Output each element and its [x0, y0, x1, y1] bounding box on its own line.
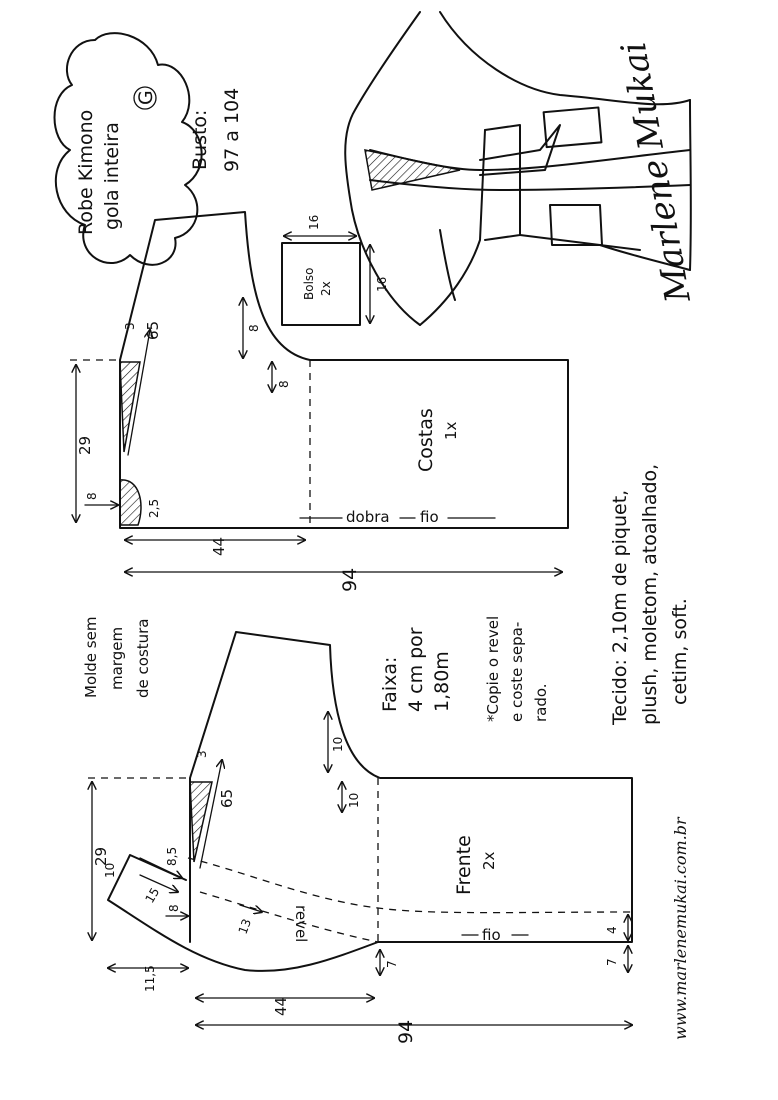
signature-text: Marlene Mukai — [614, 39, 699, 307]
pocket-name: Bolso — [302, 267, 316, 300]
title-line2: gola inteira — [101, 122, 123, 230]
back-m8-shoulder: 8 — [85, 492, 99, 500]
title-line1: Robe Kimono — [75, 110, 97, 235]
front-m8: 8 — [167, 904, 181, 912]
pocket-m16a: 16 — [307, 215, 321, 230]
sash-line1: 4 cm por — [405, 627, 427, 712]
back-piece: 29 8 2,5 3 65 8 8 44 94 Costas 1x dobra … — [70, 211, 569, 592]
back-count: 1x — [442, 421, 460, 440]
sash-label: Faixa: — [379, 657, 401, 712]
bust-label: Busto: — [189, 110, 211, 170]
back-m3: 3 — [123, 322, 137, 330]
back-m8-underarm: 8 — [277, 380, 291, 388]
front-m11-5: 11,5 — [143, 965, 157, 992]
seam-line1: Molde sem — [82, 617, 100, 698]
front-m94: 94 — [395, 1020, 417, 1044]
sash-note: Faixa: 4 cm por 1,80m — [379, 627, 453, 712]
facing-line3: rado. — [532, 683, 550, 722]
seam-line3: de costura — [134, 618, 152, 698]
front-m15: 15 — [142, 885, 162, 905]
front-m10-sleeve: 10 — [331, 737, 345, 752]
front-m7-right: 7 — [605, 958, 619, 966]
front-facing: revel — [292, 905, 310, 942]
front-m10-underarm: 10 — [347, 793, 361, 808]
front-grain: fio — [482, 926, 501, 944]
facing-line1: *Copie o revel — [484, 616, 502, 722]
back-m94: 94 — [339, 568, 361, 592]
front-m7-left: 7 — [385, 960, 399, 968]
signature: Marlene Mukai — [614, 39, 699, 307]
front-m13: 13 — [236, 917, 254, 936]
fabric-line1: Tecido: 2,10m de piquet, — [609, 490, 631, 726]
front-m4: 4 — [605, 926, 619, 934]
back-m29: 29 — [76, 436, 94, 455]
pocket-count: 2x — [319, 281, 333, 296]
back-m65: 65 — [144, 321, 162, 340]
seam-line2: margem — [108, 627, 126, 690]
pocket-piece: Bolso 2x 16 16 — [281, 215, 389, 326]
fabric-note: Tecido: 2,10m de piquet, plush, moletom,… — [609, 464, 691, 726]
seam-note: Molde sem margem de costura — [82, 617, 152, 698]
fabric-line2: plush, moletom, atoalhado, — [639, 464, 661, 725]
title-size: G — [135, 90, 157, 105]
bust-value: 97 a 104 — [221, 88, 243, 172]
back-name: Costas — [415, 408, 437, 472]
sash-line2: 1,80m — [431, 651, 453, 712]
front-count: 2x — [480, 851, 498, 870]
back-grain: fio — [420, 508, 439, 526]
back-m2-5: 2,5 — [147, 499, 161, 518]
front-name: Frente — [453, 835, 475, 895]
front-m44: 44 — [272, 997, 290, 1016]
facing-line2: e coste sepa- — [508, 622, 526, 722]
back-fold: dobra — [346, 508, 390, 526]
title-cloud: Robe Kimono gola inteira G — [53, 32, 203, 266]
kimono-sketch — [344, 11, 692, 326]
facing-note: *Copie o revel e coste sepa- rado. — [484, 616, 550, 722]
front-m29: 29 — [92, 847, 110, 866]
fabric-line3: cetim, soft. — [669, 598, 691, 705]
front-m3: 3 — [195, 750, 209, 758]
website: www.marlenemukai.com.br — [671, 816, 690, 1040]
bust-block: Busto: 97 a 104 — [189, 88, 243, 172]
front-m10-neck: 10 — [103, 863, 117, 878]
front-m8-5: 8,5 — [165, 847, 179, 866]
pocket-m16b: 16 — [375, 277, 389, 292]
back-m8-sleeve: 8 — [247, 324, 261, 332]
front-m65: 65 — [218, 789, 236, 808]
front-piece: 29 10 15 8,5 3 65 8 13 10 10 11,5 7 4 7 — [88, 631, 633, 1044]
back-m44: 44 — [210, 537, 228, 556]
